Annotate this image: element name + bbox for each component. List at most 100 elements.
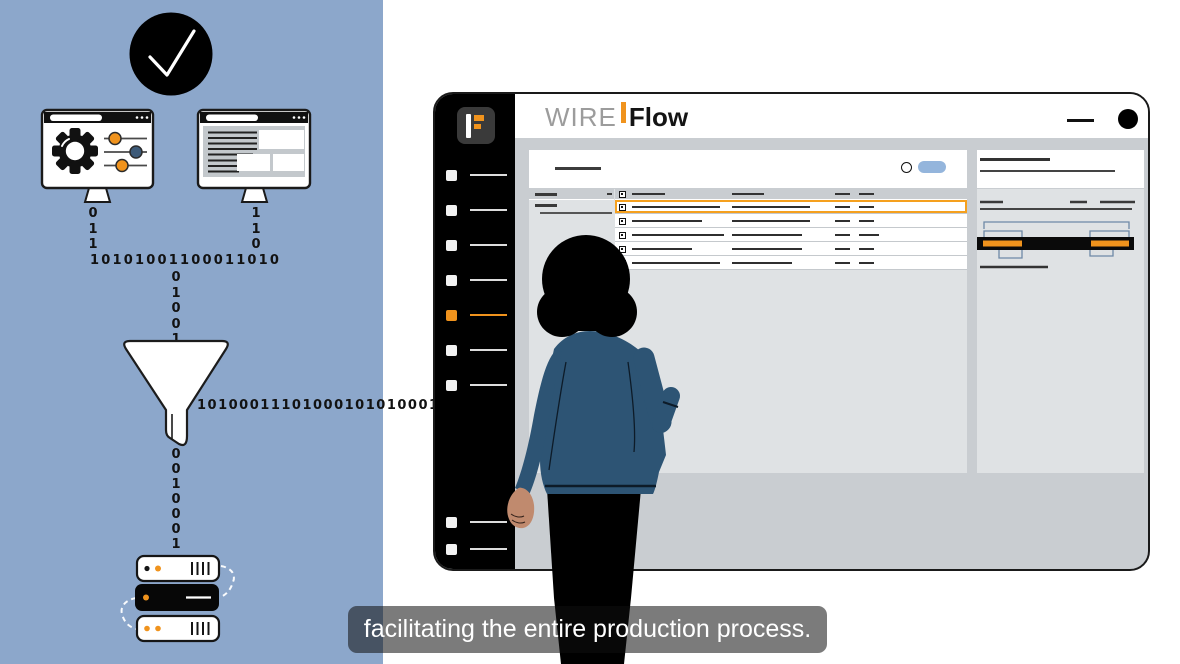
checkbox-icon[interactable] [619,231,626,239]
table-row-5[interactable] [615,256,967,270]
row-line-placeholder [632,262,720,265]
header-line [732,193,764,196]
brand-flow: Flow [628,102,689,132]
row-line-placeholder [859,206,874,209]
subtitle-caption: facilitating the entire production proce… [348,606,827,653]
row-line-placeholder [632,220,702,223]
row-line-placeholder [732,248,802,251]
checkbox-icon[interactable] [619,203,626,211]
minimize-button[interactable] [1067,119,1094,122]
nav-label-placeholder [470,548,507,550]
row-line-placeholder [732,220,810,223]
placeholder-line [540,212,612,214]
table-row-2[interactable] [615,214,967,228]
nav-square-icon [446,170,457,181]
main-canvas [529,189,967,473]
sidebar-item-4[interactable] [446,275,510,287]
toggle-switch[interactable] [918,161,946,173]
left-column-header [529,189,614,200]
brand-separator-bar [620,102,626,123]
placeholder-dash [607,193,612,195]
nav-label-placeholder [470,384,507,386]
nav-square-icon [446,310,457,321]
nav-label-placeholder [470,314,507,316]
table-row-4[interactable] [615,242,967,256]
nav-label-placeholder [470,521,507,523]
nav-square-icon [446,544,457,555]
brand-wire: WIRE [545,102,617,132]
row-line-placeholder [632,234,724,237]
binary-column-left-monitor: 0 1 1 [88,206,98,252]
gantt-chart [977,200,1135,269]
nav-square-icon [446,275,457,286]
sidebar-item-9[interactable] [446,544,510,556]
nav-square-icon [446,205,457,216]
row-line-placeholder [835,234,850,237]
checkbox-icon[interactable] [619,259,626,267]
row-line-placeholder [632,248,692,251]
header-line [859,193,874,196]
blue-background-panel [0,0,383,664]
binary-output-row: 10100011101000101010001 [197,398,440,413]
app-window: WIRE Flow [433,92,1150,571]
nav-label-placeholder [470,174,507,176]
nav-square-icon [446,517,457,528]
nav-label-placeholder [470,279,507,281]
close-button[interactable] [1118,109,1138,129]
toolbar-title-placeholder [555,167,601,170]
checkbox-icon[interactable] [619,190,626,198]
row-line-placeholder [859,262,874,265]
panel-title-placeholder [980,158,1050,161]
row-line-placeholder [732,206,810,209]
sidebar-item-2[interactable] [446,205,510,217]
row-line-placeholder [732,234,802,237]
nav-square-icon [446,380,457,391]
row-line-placeholder [835,206,850,209]
header-line [835,193,850,196]
brand-logo: WIRE Flow [545,102,688,133]
window-sidebar [435,94,515,569]
sidebar-item-6[interactable] [446,345,510,357]
right-panel [977,189,1144,473]
logo-bar [466,114,471,138]
selection-brackets[interactable] [983,221,1130,259]
sidebar-item-7[interactable] [446,380,510,392]
radio-icon[interactable] [901,162,912,173]
gantt-segment-right[interactable] [1091,240,1129,247]
window-header: WIRE Flow [515,94,1148,138]
row-line-placeholder [859,220,874,223]
binary-funnel-input-column: 0 1 0 0 1 [171,270,181,347]
placeholder-line [535,193,557,196]
row-line-placeholder [835,262,850,265]
app-logo-icon[interactable] [457,107,495,144]
gantt-bar[interactable] [977,237,1134,250]
row-line-placeholder [859,234,879,237]
header-line [632,193,665,196]
nav-square-icon [446,345,457,356]
gantt-segment-left[interactable] [983,240,1022,247]
content-toolbar [529,150,967,188]
table-row-1[interactable] [615,200,967,214]
sidebar-item-3[interactable] [446,240,510,252]
nav-label-placeholder [470,244,507,246]
row-line-placeholder [859,248,874,251]
row-line-placeholder [732,262,792,265]
row-line-placeholder [835,220,850,223]
sidebar-item-1[interactable] [446,170,510,182]
sidebar-item-5[interactable] [446,310,510,322]
placeholder-line [535,204,557,207]
data-table [615,189,967,270]
panel-subtitle-placeholder [980,170,1115,172]
logo-mark-top [474,115,484,121]
binary-column-right-monitor: 1 1 0 [251,206,261,252]
nav-label-placeholder [470,209,507,211]
checkbox-icon[interactable] [619,245,626,253]
table-row-3[interactable] [615,228,967,242]
sidebar-item-8[interactable] [446,517,510,529]
binary-funnel-output-column: 0 0 1 0 0 0 1 [171,447,181,552]
checkbox-icon[interactable] [619,217,626,225]
nav-label-placeholder [470,349,507,351]
binary-merge-row: 10101001100011010 [90,253,282,268]
table-header-row [615,189,967,200]
